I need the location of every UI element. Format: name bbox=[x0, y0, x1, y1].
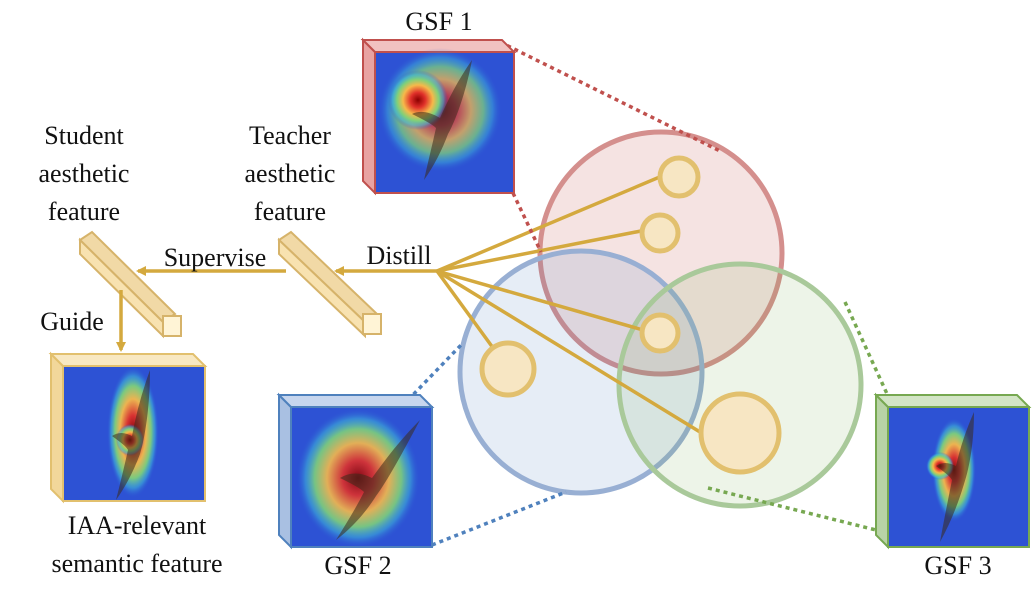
feature-circles bbox=[479, 155, 782, 475]
iaa-label-line-2: semantic feature bbox=[51, 549, 222, 578]
feature-circle-1 bbox=[657, 155, 701, 199]
iaa-semantic-heatmap bbox=[48, 351, 208, 504]
guide-label: Guide bbox=[40, 307, 104, 336]
distill-line-5 bbox=[436, 269, 701, 434]
feature-circle-5 bbox=[698, 391, 782, 475]
text-labels: GSF 1 GSF 2 GSF 3 Student aesthetic feat… bbox=[39, 7, 992, 580]
venn-circles bbox=[457, 129, 864, 509]
gsf3-label: GSF 3 bbox=[924, 551, 991, 580]
student-label-line-1: Student bbox=[44, 121, 124, 150]
bird-icon bbox=[936, 412, 974, 542]
feature-circle-3 bbox=[639, 312, 681, 354]
bird-icon bbox=[112, 370, 150, 500]
bird-icon bbox=[412, 60, 472, 180]
bird-icon bbox=[336, 420, 420, 540]
arrows bbox=[116, 266, 437, 352]
student-label-line-3: feature bbox=[48, 197, 120, 226]
teacher-feature-bar bbox=[277, 230, 382, 339]
rectangular-prism-icon bbox=[362, 313, 382, 335]
gsf2-label: GSF 2 bbox=[324, 551, 391, 580]
gsf2-heatmap bbox=[276, 392, 435, 550]
student-feature-bar bbox=[78, 230, 182, 339]
distill-line-4 bbox=[435, 269, 498, 354]
teacher-label-line-1: Teacher bbox=[249, 121, 331, 150]
gsf1-connector-bottom bbox=[511, 192, 543, 253]
gsf3-connector-top bbox=[843, 301, 890, 397]
gsf2-connector-bottom bbox=[431, 490, 567, 547]
gsf3-heatmap bbox=[873, 392, 1032, 550]
feature-circle-2 bbox=[639, 212, 681, 254]
distill-lines bbox=[435, 174, 701, 434]
distill-line-3 bbox=[436, 269, 644, 332]
iaa-label-line-1: IAA-relevant bbox=[68, 511, 207, 540]
gsf3-connector-bottom bbox=[707, 486, 889, 535]
feature-circle-4 bbox=[479, 340, 537, 398]
supervise-label: Supervise bbox=[164, 243, 267, 272]
teacher-label-line-3: feature bbox=[254, 197, 326, 226]
teacher-label-line-2: aesthetic bbox=[245, 159, 336, 188]
gsf1-connector-top bbox=[499, 40, 723, 154]
gsf1-heatmap bbox=[360, 37, 517, 196]
gsf1-label: GSF 1 bbox=[405, 7, 472, 36]
rectangular-prism-icon bbox=[162, 315, 182, 337]
dotted-connectors bbox=[406, 40, 890, 547]
student-label-line-2: aesthetic bbox=[39, 159, 130, 188]
gsf2-connector-top bbox=[406, 342, 464, 402]
distill-label: Distill bbox=[366, 241, 431, 270]
distill-line-1 bbox=[436, 174, 663, 273]
gsf3-circle bbox=[616, 261, 864, 509]
